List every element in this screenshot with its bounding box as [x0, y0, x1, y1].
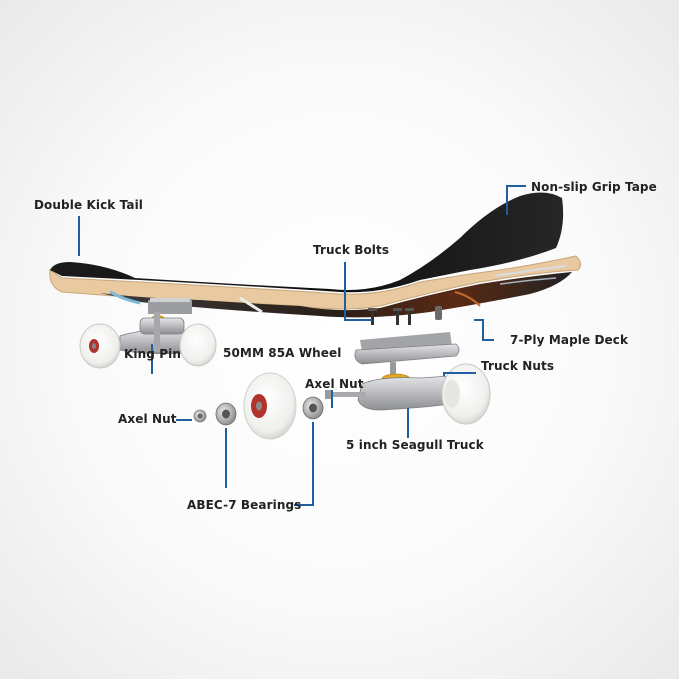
label-double-kick-tail: Double Kick Tail: [34, 198, 144, 212]
mounted-truck-assembly: [79, 298, 217, 369]
label-abec-7-bearings: ABEC-7 Bearings: [187, 498, 302, 512]
seagull-truck: [325, 332, 491, 425]
leader-bearings-right: [294, 422, 314, 506]
label-wheel: 50MM 85A Wheel: [223, 346, 342, 360]
label-7-ply-maple-deck: 7-Ply Maple Deck: [510, 333, 629, 347]
skateboard-deck: [49, 192, 582, 318]
leader-truck-bolts: [344, 262, 372, 321]
label-truck-bolts: Truck Bolts: [313, 243, 390, 257]
label-truck-nuts: Truck Nuts: [481, 359, 555, 373]
label-king-pin: King Pin: [124, 347, 181, 361]
label-axel-nut-right: Axel Nut: [305, 377, 364, 391]
label-axel-nut-left: Axel Nut: [118, 412, 177, 426]
truck-bolts: [368, 306, 442, 325]
leader-grip-tape: [506, 185, 526, 215]
exploded-wheel-parts: [193, 372, 324, 440]
label-non-slip-grip-tape: Non-slip Grip Tape: [531, 180, 657, 194]
label-seagull-truck: 5 inch Seagull Truck: [346, 438, 484, 452]
leader-truck-nuts: [443, 372, 476, 376]
leader-maple-deck: [474, 319, 494, 341]
leader-lines: [78, 185, 526, 506]
